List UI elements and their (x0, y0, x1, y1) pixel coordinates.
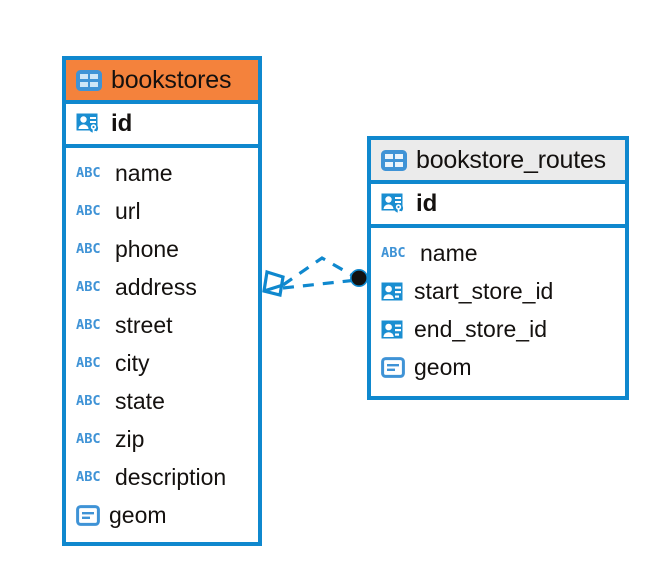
field-label: url (115, 197, 141, 224)
geometry-icon (381, 356, 405, 378)
primary-key-row[interactable]: id (371, 184, 625, 228)
field-row[interactable]: geom (371, 348, 625, 386)
field-row[interactable]: ABC name (371, 234, 625, 272)
foreign-key-icon (381, 319, 405, 340)
field-row[interactable]: ABC city (66, 344, 258, 382)
field-label: name (420, 239, 478, 266)
abc-text-icon: ABC (76, 469, 101, 485)
field-row[interactable]: ABC street (66, 306, 258, 344)
field-label: phone (115, 235, 179, 262)
field-label: zip (115, 425, 145, 452)
field-row[interactable]: ABC name (66, 154, 258, 192)
field-row[interactable]: ABC state (66, 382, 258, 420)
field-row[interactable]: ABC phone (66, 230, 258, 268)
field-label: street (115, 311, 173, 338)
field-row[interactable]: ABC zip (66, 420, 258, 458)
field-label: description (115, 463, 227, 490)
field-row[interactable]: start_store_id (371, 272, 625, 310)
primary-key-icon (381, 192, 407, 216)
field-row[interactable]: ABC description (66, 458, 258, 496)
filled-circle-marker (350, 269, 368, 287)
abc-text-icon: ABC (76, 241, 101, 257)
field-label: end_store_id (414, 315, 547, 342)
field-row[interactable]: end_store_id (371, 310, 625, 348)
abc-text-icon: ABC (76, 279, 101, 295)
table-icon (76, 69, 102, 91)
abc-text-icon: ABC (381, 245, 406, 261)
entity-title: bookstores (111, 65, 232, 94)
field-row[interactable]: ABC address (66, 268, 258, 306)
primary-key-label: id (416, 190, 438, 217)
primary-key-label: id (111, 110, 133, 137)
diamond-arrow-marker (262, 269, 285, 297)
geometry-icon (76, 504, 100, 526)
primary-key-icon (76, 112, 102, 136)
entity-fields-bookstore-routes: ABC name start_store_id (371, 228, 625, 392)
field-row[interactable]: ABC url (66, 192, 258, 230)
entity-header-bookstores[interactable]: bookstores (66, 60, 258, 104)
field-label: start_store_id (414, 277, 554, 304)
field-label: city (115, 349, 150, 376)
abc-text-icon: ABC (76, 355, 101, 371)
primary-key-row[interactable]: id (66, 104, 258, 148)
abc-text-icon: ABC (76, 165, 101, 181)
table-icon (381, 149, 407, 171)
field-label: geom (414, 353, 472, 380)
abc-text-icon: ABC (76, 393, 101, 409)
entity-title: bookstore_routes (416, 145, 606, 174)
field-label: geom (109, 501, 167, 528)
abc-text-icon: ABC (76, 431, 101, 447)
field-label: name (115, 159, 173, 186)
entity-header-bookstore-routes[interactable]: bookstore_routes (371, 140, 625, 184)
field-row[interactable]: geom (66, 496, 258, 534)
field-label: address (115, 273, 197, 300)
field-label: state (115, 387, 165, 414)
entity-fields-bookstores: ABC name ABC url ABC phone ABC address A… (66, 148, 258, 540)
relationship-line-lower (282, 278, 358, 290)
abc-text-icon: ABC (76, 317, 101, 333)
abc-text-icon: ABC (76, 203, 101, 219)
entity-bookstores[interactable]: bookstores id (62, 56, 262, 546)
entity-bookstore-routes[interactable]: bookstore_routes id (367, 136, 629, 400)
relationship-line-upper (282, 256, 358, 287)
foreign-key-icon (381, 281, 405, 302)
